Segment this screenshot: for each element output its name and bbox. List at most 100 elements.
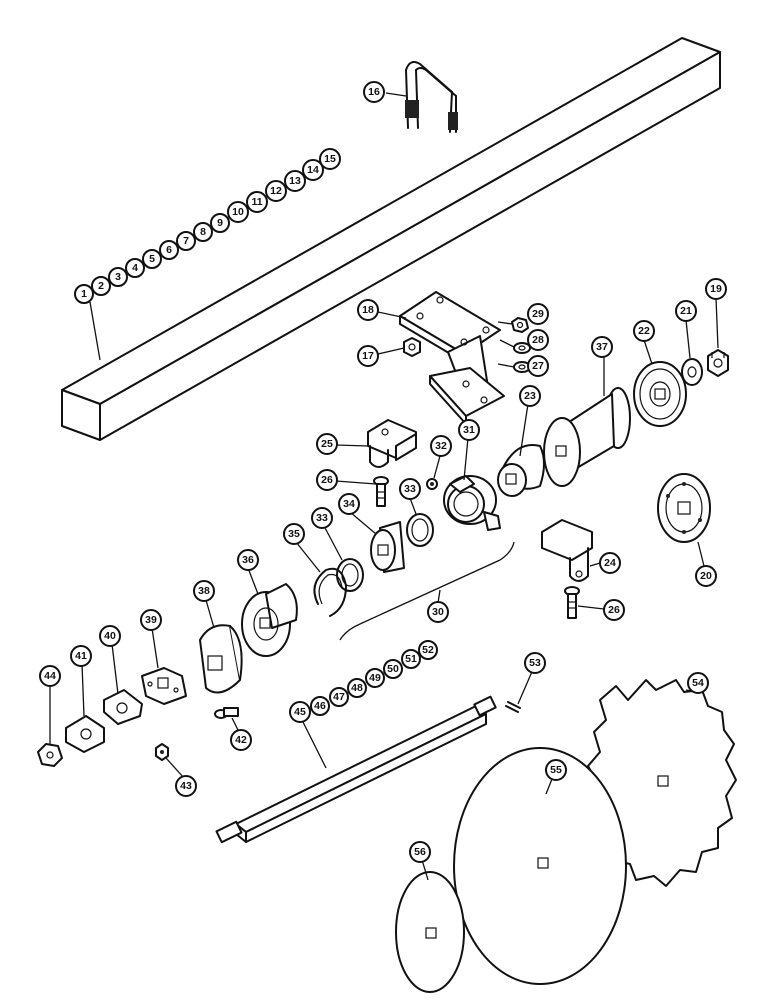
callout-30: 30 — [427, 601, 449, 623]
callout-38: 38 — [193, 580, 215, 602]
svg-text:55: 55 — [550, 764, 562, 776]
svg-text:29: 29 — [532, 308, 544, 320]
svg-text:53: 53 — [529, 657, 541, 669]
svg-text:6: 6 — [166, 244, 172, 256]
callout-33a: 33 — [399, 478, 421, 500]
callout-24: 24 — [599, 552, 621, 574]
callout-1: 1 — [74, 284, 94, 304]
callout-22: 22 — [633, 320, 655, 342]
svg-text:24: 24 — [604, 557, 616, 569]
gang-bar — [61, 37, 721, 441]
hanger-bracket — [399, 291, 505, 425]
callout-12: 12 — [265, 180, 287, 202]
nut-17 — [403, 337, 421, 357]
castle-nut-19 — [707, 349, 729, 377]
callout-19: 19 — [705, 278, 727, 300]
callout-45: 45 — [289, 701, 311, 723]
seal-33b — [336, 558, 364, 592]
washer-21 — [681, 358, 703, 386]
cone-spacer-23 — [497, 444, 545, 497]
callout-20: 20 — [695, 565, 717, 587]
plate-39 — [141, 667, 187, 705]
callout-28: 28 — [527, 329, 549, 351]
callout-15: 15 — [319, 148, 341, 170]
callout-6: 6 — [159, 240, 179, 260]
callout-47: 47 — [329, 687, 349, 707]
end-cap-20 — [657, 473, 711, 543]
svg-text:31: 31 — [463, 424, 475, 436]
callout-4: 4 — [125, 258, 145, 278]
spool-37 — [543, 387, 631, 487]
seal-33a — [406, 513, 434, 547]
svg-text:14: 14 — [307, 164, 319, 176]
svg-text:22: 22 — [638, 325, 650, 337]
callout-48: 48 — [347, 678, 367, 698]
svg-text:44: 44 — [44, 670, 56, 682]
svg-text:45: 45 — [294, 706, 306, 718]
svg-text:8: 8 — [200, 226, 206, 238]
callout-33b: 33 — [311, 507, 333, 529]
callout-44: 44 — [39, 665, 61, 687]
svg-text:12: 12 — [270, 185, 282, 197]
svg-text:28: 28 — [532, 334, 544, 346]
svg-text:19: 19 — [710, 283, 722, 295]
clamp-25 — [367, 419, 417, 468]
svg-text:21: 21 — [680, 305, 692, 317]
callout-37: 37 — [591, 336, 613, 358]
svg-text:26: 26 — [321, 474, 333, 486]
callout-23: 23 — [519, 385, 541, 407]
bearing-housing-31 — [443, 475, 501, 531]
svg-text:25: 25 — [321, 438, 333, 450]
clamp-24 — [541, 519, 593, 582]
svg-text:54: 54 — [692, 677, 704, 689]
callout-43: 43 — [175, 775, 197, 797]
callout-2: 2 — [91, 276, 111, 296]
callout-34: 34 — [338, 493, 360, 515]
plain-disc-55 — [453, 747, 627, 985]
svg-text:51: 51 — [405, 653, 417, 665]
svg-text:30: 30 — [432, 606, 444, 618]
flange-36 — [241, 583, 298, 657]
callout-8: 8 — [193, 222, 213, 242]
callout-18: 18 — [357, 299, 379, 321]
nut-44 — [37, 743, 63, 767]
svg-text:36: 36 — [242, 554, 254, 566]
plate-41 — [65, 715, 105, 753]
callout-labels: 1 2 3 4 5 6 7 8 9 10 11 12 13 14 15 16 1… — [39, 81, 727, 863]
svg-text:11: 11 — [251, 196, 262, 208]
svg-text:2: 2 — [98, 280, 104, 292]
svg-text:13: 13 — [289, 175, 301, 187]
svg-text:42: 42 — [235, 734, 247, 746]
u-bolt — [405, 61, 458, 133]
svg-text:18: 18 — [362, 304, 374, 316]
callout-53: 53 — [524, 652, 546, 674]
callout-3: 3 — [108, 267, 128, 287]
callout-29: 29 — [527, 303, 549, 325]
svg-text:27: 27 — [532, 360, 544, 372]
svg-text:35: 35 — [288, 528, 300, 540]
callout-13: 13 — [284, 170, 306, 192]
svg-text:49: 49 — [369, 672, 381, 684]
svg-text:1: 1 — [81, 288, 87, 300]
svg-text:37: 37 — [596, 341, 608, 353]
svg-text:50: 50 — [387, 663, 399, 675]
callout-51: 51 — [401, 649, 421, 669]
svg-text:7: 7 — [183, 235, 189, 247]
axle-45 — [215, 695, 497, 844]
svg-text:26: 26 — [608, 604, 620, 616]
svg-text:48: 48 — [351, 682, 363, 694]
bearing-34 — [370, 521, 405, 573]
callout-10: 10 — [227, 201, 249, 223]
callout-31: 31 — [458, 419, 480, 441]
svg-text:43: 43 — [180, 780, 192, 792]
callout-21: 21 — [675, 300, 697, 322]
callout-56: 56 — [409, 841, 431, 863]
svg-text:20: 20 — [700, 570, 712, 582]
svg-text:10: 10 — [232, 206, 244, 218]
callout-7: 7 — [176, 231, 196, 251]
bolt-26a — [373, 476, 389, 507]
callout-40: 40 — [99, 625, 121, 647]
callout-50: 50 — [383, 659, 403, 679]
callout-36: 36 — [237, 549, 259, 571]
